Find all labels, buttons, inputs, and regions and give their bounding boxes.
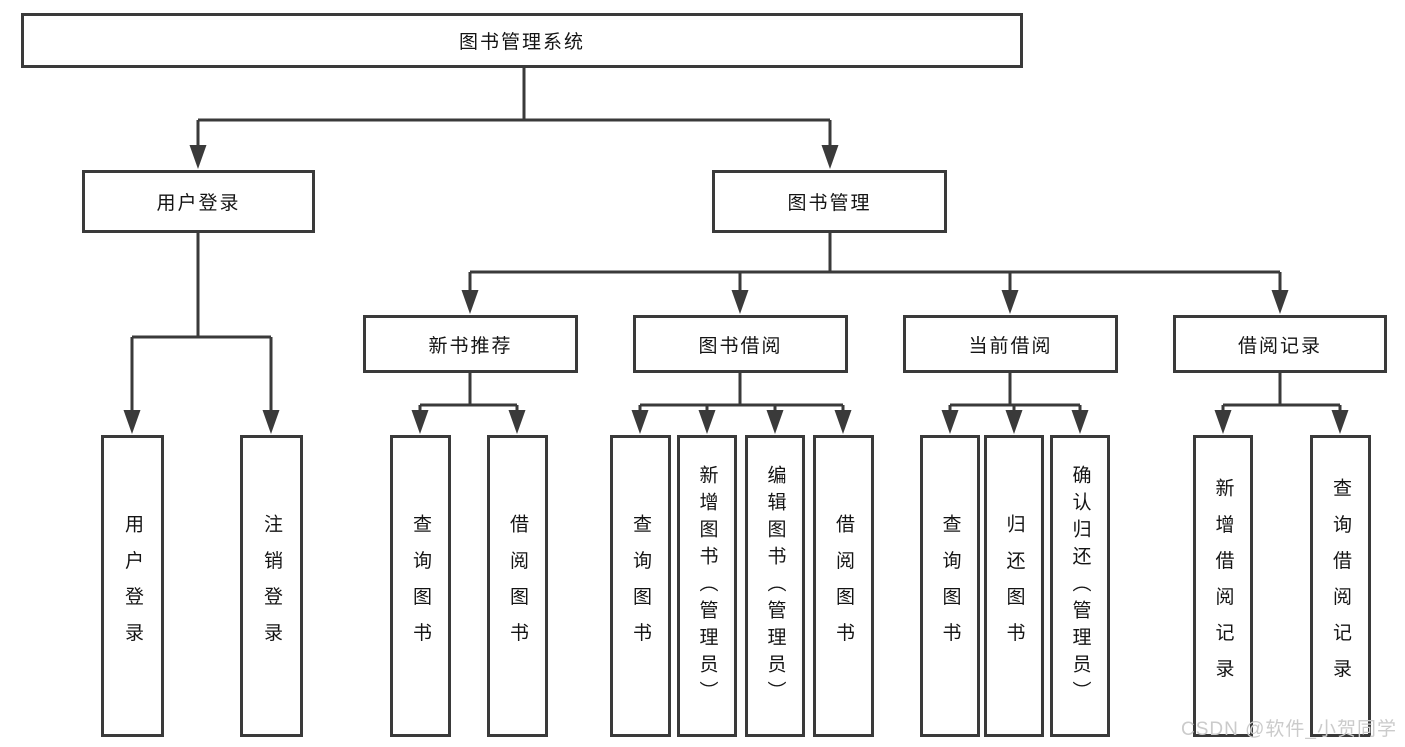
node-user-login: 用户登录 [82,170,315,233]
leaf-br-query-record-label: 查询借阅记录 [1330,477,1351,695]
leaf-cb-return-books-label: 归还图书 [1003,513,1025,659]
arrow-to-leaf-d3 [1071,410,1089,434]
arrow-to-borrow-records [1271,290,1289,314]
node-new-book-recommend: 新书推荐 [363,315,578,373]
node-current-borrowing: 当前借阅 [903,315,1118,373]
node-borrowing-records: 借阅记录 [1173,315,1387,373]
leaf-bb-borrow-books-label: 借阅图书 [833,513,854,659]
leaf-br-add-record: 新增借阅记录 [1193,435,1253,737]
leaf-user-login: 用户登录 [101,435,164,737]
arrow-to-leaf-b2 [508,410,526,434]
arrow-to-current-borrow [1001,290,1019,314]
node-book-management: 图书管理 [712,170,947,233]
node-root: 图书管理系统 [21,13,1023,68]
arrow-to-user-login [189,145,207,169]
arrow-to-book-borrow [731,290,749,314]
leaf-user-login-label: 用户登录 [122,513,143,659]
arrow-to-leaf-d2 [1005,410,1023,434]
leaf-cb-query-books: 查询图书 [920,435,980,737]
leaf-bb-query-books-label: 查询图书 [630,513,651,659]
watermark: CSDN @软件_小贺同学 [1181,719,1397,740]
leaf-bb-add-books-admin: 新增图书（管理员） [677,435,737,737]
leaf-bb-add-books-admin-label: 新增图书（管理员） [696,464,718,708]
arrow-to-leaf-b1 [411,410,429,434]
arrow-to-book-management [821,145,839,169]
arrow-to-leaf-e1 [1214,410,1232,434]
leaf-logout: 注销登录 [240,435,303,737]
node-book-borrowing: 图书借阅 [633,315,848,373]
leaf-br-add-record-label: 新增借阅记录 [1212,477,1234,695]
arrow-to-leaf-d1 [941,410,959,434]
leaf-cb-confirm-return-admin: 确认归还（管理员） [1050,435,1110,737]
leaf-bb-borrow-books: 借阅图书 [813,435,874,737]
arrow-to-leaf-a2 [262,410,280,434]
leaf-nb-borrow-books-label: 借阅图书 [507,513,528,659]
leaf-nb-query-books-label: 查询图书 [410,513,431,659]
leaf-nb-query-books: 查询图书 [390,435,451,737]
arrow-to-leaf-c4 [834,410,852,434]
arrow-to-leaf-c1 [631,410,649,434]
leaf-bb-edit-books-admin: 编辑图书（管理员） [745,435,805,737]
leaf-nb-borrow-books: 借阅图书 [487,435,548,737]
arrow-to-leaf-c3 [766,410,784,434]
leaf-logout-label: 注销登录 [261,513,282,659]
leaf-cb-return-books: 归还图书 [984,435,1044,737]
leaf-br-query-record: 查询借阅记录 [1310,435,1371,737]
arrow-to-leaf-e2 [1331,410,1349,434]
arrow-to-new-books [461,290,479,314]
leaf-bb-edit-books-admin-label: 编辑图书（管理员） [764,464,786,708]
leaf-bb-query-books: 查询图书 [610,435,671,737]
arrow-to-leaf-c2 [698,410,716,434]
leaf-cb-query-books-label: 查询图书 [939,513,961,659]
leaf-cb-confirm-return-admin-label: 确认归还（管理员） [1069,464,1091,708]
arrow-to-leaf-a1 [123,410,141,434]
